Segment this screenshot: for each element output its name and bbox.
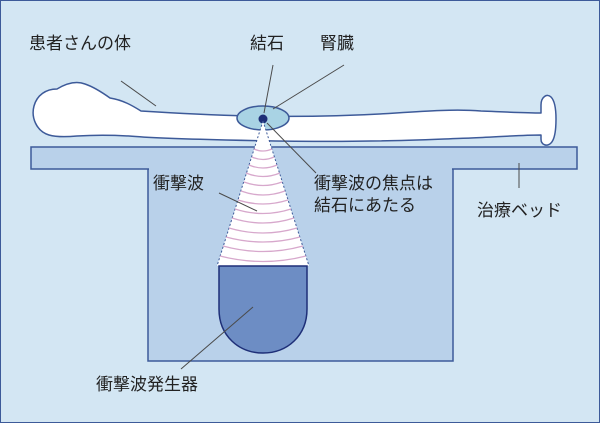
label-focus-line1: 衝撃波の焦点は: [314, 174, 433, 194]
label-patient-body: 患者さんの体: [29, 34, 131, 54]
shock-wave-generator-icon: [218, 265, 308, 354]
leader-wave: [218, 192, 258, 212]
leader-generator: [180, 306, 254, 370]
patient-body-icon: [32, 81, 557, 146]
shock-wave-arcs-icon: [219, 148, 307, 263]
label-shock-wave: 衝撃波: [153, 174, 204, 194]
leader-focus: [266, 122, 317, 174]
leader-stone: [263, 64, 274, 114]
label-generator: 衝撃波発生器: [96, 375, 198, 395]
shock-wave-cone: [217, 121, 309, 266]
bed-plate: [30, 146, 578, 170]
label-focus-line2: 結石にあたる: [314, 196, 416, 216]
stone-icon: [258, 114, 268, 124]
label-treatment-bed: 治療ベッド: [477, 201, 562, 221]
leader-body: [120, 80, 157, 107]
leader-kidney: [272, 64, 345, 110]
label-stone: 結石: [250, 34, 284, 54]
label-kidney: 腎臓: [320, 34, 354, 54]
